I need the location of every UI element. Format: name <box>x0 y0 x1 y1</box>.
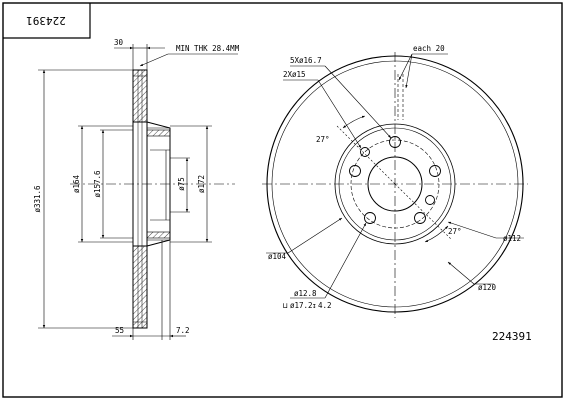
dim-depth: 4.2 <box>318 301 332 310</box>
side-view-dimensions <box>38 44 238 340</box>
pin-hole <box>425 195 435 205</box>
dim-d157-6: ø157.6 <box>93 170 102 198</box>
dim-d12-8: ø12.8 <box>294 289 317 298</box>
bolt-hole <box>429 165 441 177</box>
part-number: 224391 <box>492 330 532 343</box>
dim-pin-holes: 2Xø15 <box>283 70 306 79</box>
front-view-dimensions <box>266 53 524 299</box>
counterbore-symbol: ⊔ <box>283 301 288 310</box>
bolt-hole <box>364 212 376 224</box>
dim-slot-angle: each 20 <box>413 44 445 53</box>
dim-bottom-right: 7.2 <box>176 326 190 335</box>
dim-min-thickness: MIN THK 28.4MM <box>176 44 240 53</box>
dim-d75: ø75 <box>177 177 186 191</box>
friction-ring-top <box>132 69 148 123</box>
bolt-hole <box>349 165 361 177</box>
pin-hole <box>360 147 370 157</box>
dim-d112: ø112 <box>503 234 521 243</box>
dim-top-width: 30 <box>114 38 124 47</box>
disc-slot <box>397 74 404 120</box>
dim-d172: ø172 <box>197 175 206 193</box>
center-bore <box>367 156 423 212</box>
dim-bottom-left: 55 <box>115 326 124 335</box>
bolt-hole <box>414 212 426 224</box>
friction-ring-bottom <box>132 245 148 329</box>
dim-outer-diameter: ø331.6 <box>33 185 42 213</box>
part-number-box-rotated: 224391 <box>3 3 91 39</box>
dim-counterbore: ø17.2 <box>290 301 313 310</box>
dim-angle-top: 27° <box>316 135 330 144</box>
dim-bolt-holes: 5Xø16.7 <box>290 56 322 65</box>
front-view <box>262 52 528 318</box>
part-number-rotated: 224391 <box>26 14 66 27</box>
dim-angle-bottom: 27° <box>448 227 462 236</box>
hat-section <box>146 121 171 247</box>
dim-d120: ø120 <box>478 283 497 292</box>
disc-outer-edge <box>266 55 524 313</box>
depth-symbol: ↧ <box>312 301 317 310</box>
dim-d164: ø164 <box>72 174 81 193</box>
dim-d104: ø104 <box>268 252 287 261</box>
side-section-view <box>70 69 235 329</box>
bolt-hole <box>389 136 401 148</box>
